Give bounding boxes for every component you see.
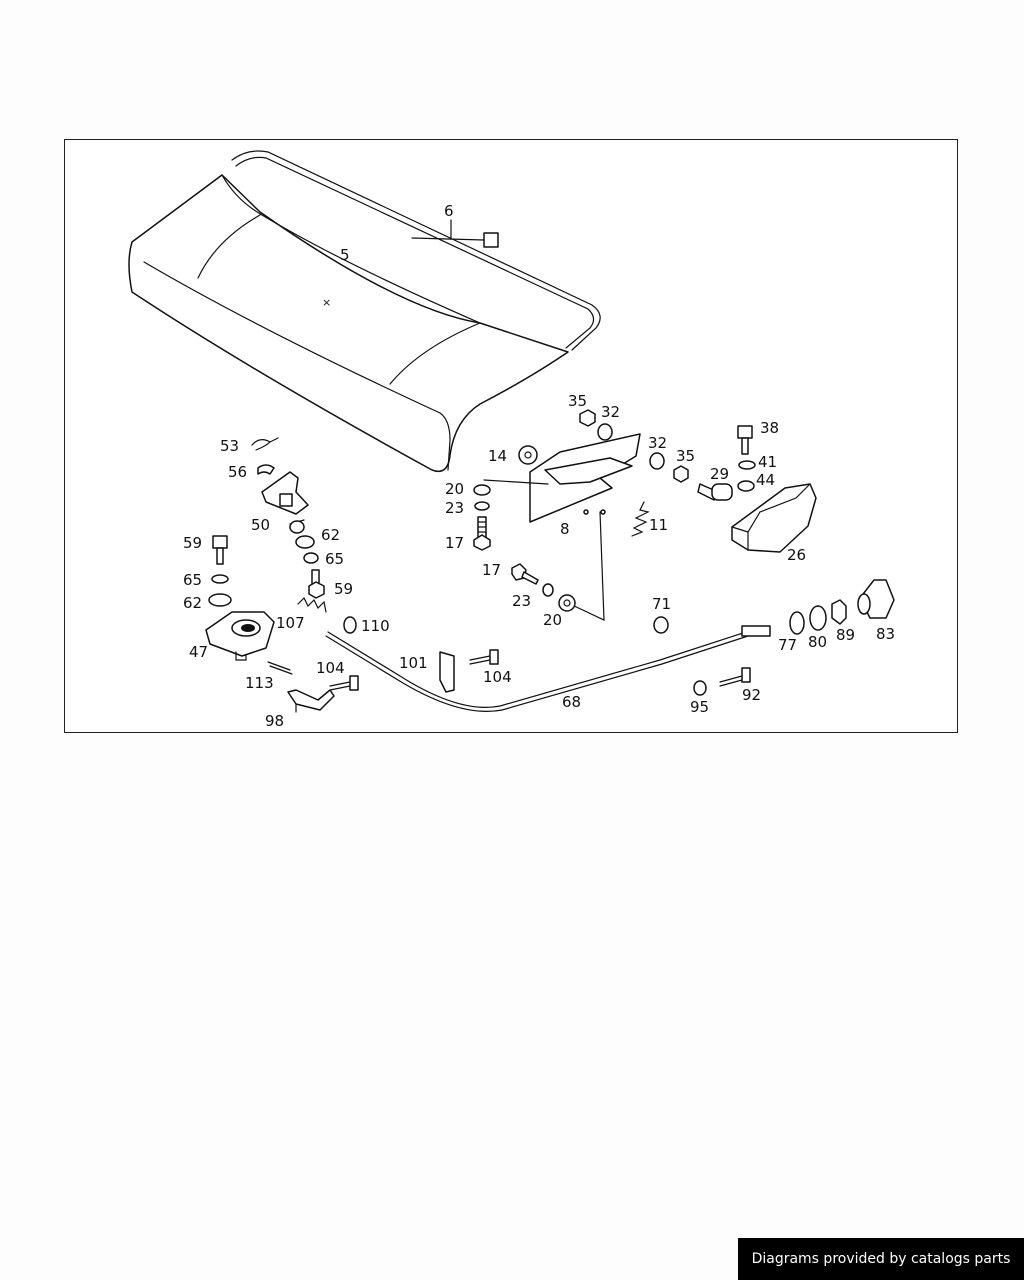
bracket-part-98: [287, 689, 335, 713]
knob-part-83: [857, 579, 895, 619]
callout-107: 107: [276, 614, 305, 632]
cable-part-68: [325, 625, 771, 712]
bolt-part-17b: [511, 563, 539, 585]
callout-83: 83: [876, 625, 895, 643]
callout-26: 26: [787, 546, 806, 564]
hinge-part-8: [483, 433, 641, 621]
bolt-part-17a: [473, 516, 491, 551]
washer-part-20b: [558, 594, 576, 612]
parts-diagram: ×: [128, 150, 895, 730]
callout-98: 98: [265, 712, 284, 730]
stop-block-part-26: [731, 483, 817, 553]
washer-part-14: [518, 445, 538, 465]
callout-65b: 65: [183, 571, 202, 589]
plug-part-6: [411, 219, 499, 248]
nut-part-80: [809, 605, 827, 631]
bolt-part-59b: [212, 535, 228, 565]
spring-part-11: [631, 501, 650, 537]
svg-text:×: ×: [322, 296, 331, 309]
callout-89: 89: [836, 626, 855, 644]
callout-104a: 104: [316, 659, 345, 677]
callout-20a: 20: [445, 480, 464, 498]
nut-part-35b: [673, 465, 689, 483]
callout-29: 29: [710, 465, 729, 483]
screw-part-92: [719, 667, 751, 687]
washer-part-62b: [208, 593, 232, 607]
washer-part-62a: [295, 535, 315, 549]
washer-part-32a: [597, 423, 613, 441]
callout-59a: 59: [334, 580, 353, 598]
callout-80: 80: [808, 633, 827, 651]
callout-32a: 32: [601, 403, 620, 421]
callout-23b: 23: [512, 592, 531, 610]
screw-part-104a: [329, 675, 359, 691]
callout-32b: 32: [648, 434, 667, 452]
washer-part-23b: [542, 583, 554, 597]
callout-35b: 35: [676, 447, 695, 465]
grommet-part-71: [653, 616, 669, 634]
washer-part-20a: [473, 484, 491, 496]
callout-92: 92: [742, 686, 761, 704]
clip-part-56: [257, 464, 275, 475]
callout-35a: 35: [568, 392, 587, 410]
callout-5: 5: [340, 246, 350, 264]
washer-part-23a: [474, 501, 490, 511]
washer-part-110: [343, 616, 357, 634]
callout-59b: 59: [183, 534, 202, 552]
callout-56: 56: [228, 463, 247, 481]
washer-part-44: [737, 480, 755, 492]
pin-part-113: [267, 661, 293, 675]
credit-banner: Diagrams provided by catalogs parts: [738, 1238, 1024, 1280]
bolt-part-38: [737, 425, 753, 455]
clip-part-101: [439, 651, 455, 693]
callout-50: 50: [251, 516, 270, 534]
callout-44: 44: [756, 471, 775, 489]
pin-part-29: [697, 483, 733, 501]
callout-14: 14: [488, 447, 507, 465]
callout-101: 101: [399, 654, 428, 672]
callout-17a: 17: [445, 534, 464, 552]
callout-23a: 23: [445, 499, 464, 517]
callout-68: 68: [562, 693, 581, 711]
callout-110: 110: [361, 617, 390, 635]
bolt-part-59a: [308, 569, 325, 599]
callout-labels: 5 6 35 32 32 35 38 41 44 29 14 20 23 17 …: [183, 202, 895, 730]
callout-77: 77: [778, 636, 797, 654]
spring-part-107: [297, 596, 327, 613]
credit-text: Diagrams provided by catalogs parts: [751, 1251, 1011, 1267]
clip-part-53: [251, 437, 279, 451]
washer-part-65a: [303, 552, 319, 564]
callout-41: 41: [758, 453, 777, 471]
lock-housing-part-47: [205, 611, 275, 661]
callout-62b: 62: [183, 594, 202, 612]
callout-113: 113: [245, 674, 274, 692]
callout-95: 95: [690, 698, 709, 716]
screw-part-104b: [469, 649, 499, 665]
nut-part-35a: [579, 409, 596, 427]
washer-part-41: [738, 460, 756, 470]
callout-20b: 20: [543, 611, 562, 629]
latch-part-50: [261, 471, 309, 534]
callout-38: 38: [760, 419, 779, 437]
callout-17b: 17: [482, 561, 501, 579]
callout-6: 6: [444, 202, 454, 220]
callout-47: 47: [189, 643, 208, 661]
washer-part-95: [693, 680, 707, 696]
trunk-lid-part-5: ×: [128, 150, 601, 473]
callout-8: 8: [560, 520, 570, 538]
callout-104b: 104: [483, 668, 512, 686]
callout-65a: 65: [325, 550, 344, 568]
callout-62a: 62: [321, 526, 340, 544]
washer-part-32b: [649, 452, 665, 470]
washer-part-65b: [211, 574, 229, 584]
callout-71: 71: [652, 595, 671, 613]
nut-part-89: [831, 599, 847, 625]
callout-11: 11: [649, 516, 668, 534]
callout-53: 53: [220, 437, 239, 455]
star-washer-part-77: [789, 611, 805, 635]
